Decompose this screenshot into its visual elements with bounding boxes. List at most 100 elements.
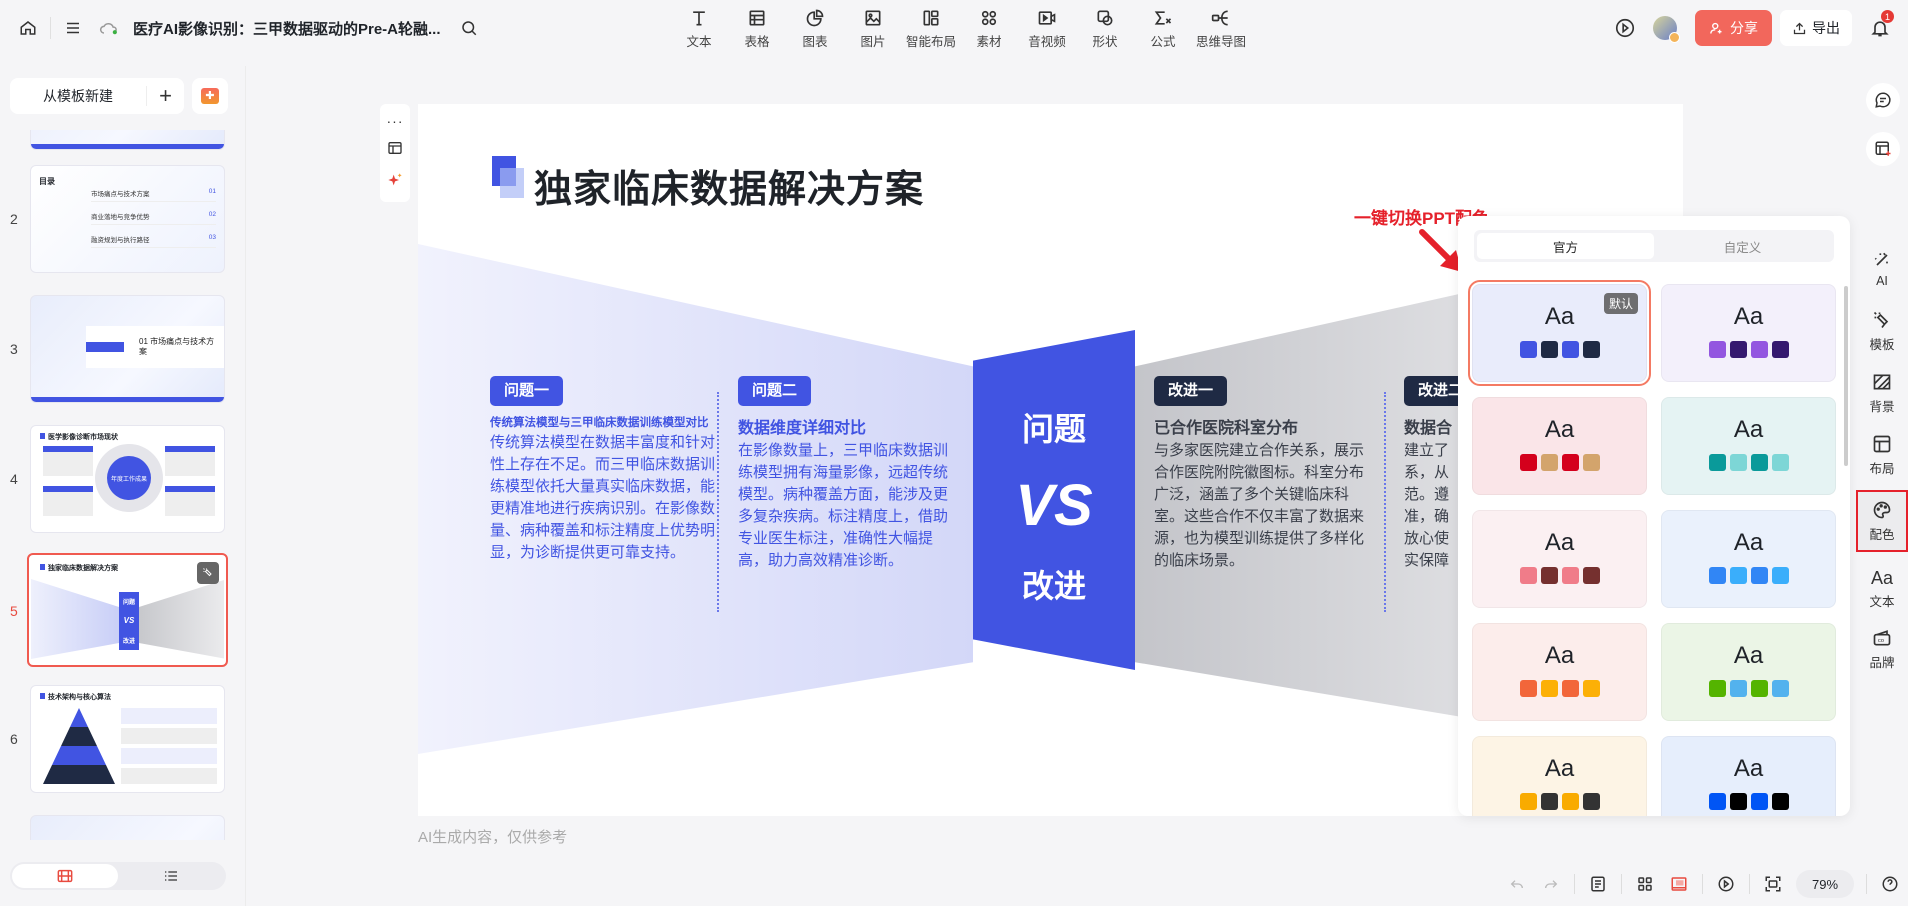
video-icon [1038, 11, 1056, 25]
color-swatches [1519, 454, 1600, 471]
ai-template-button[interactable] [1866, 132, 1900, 166]
color-swatch [1729, 341, 1747, 358]
background-icon [1873, 374, 1891, 389]
template-brush-overlay-icon[interactable] [197, 562, 219, 584]
color-swatch [1771, 454, 1789, 471]
color-swatch [1708, 680, 1726, 697]
color-swatch [1750, 680, 1768, 697]
redo-icon[interactable] [1534, 870, 1568, 898]
smart-layout-icon [923, 10, 939, 26]
tool-video[interactable]: 音视频 [1018, 8, 1076, 50]
tab-custom[interactable]: 自定义 [1723, 240, 1762, 255]
sample-text: Aa [1544, 303, 1575, 330]
problem-1[interactable]: 问题一 传统算法模型与三甲临床数据训练模型对比 传统算法模型在数据丰富度和针对性… [490, 376, 720, 564]
ai-sparkle-icon[interactable] [387, 172, 403, 193]
panel-scrollbar[interactable] [1844, 286, 1848, 466]
shape-icon [1097, 10, 1113, 26]
slide-title[interactable]: 独家临床数据解决方案 [534, 169, 925, 211]
color-scheme-card[interactable]: Aa [1661, 510, 1836, 608]
color-scheme-card[interactable]: Aa [1661, 397, 1836, 495]
divider [1866, 874, 1868, 894]
sample-text: Aa [1733, 642, 1764, 669]
rail-template[interactable]: 模板 [1858, 302, 1906, 360]
color-swatch [1708, 454, 1726, 471]
search-icon[interactable] [455, 14, 483, 42]
view-switch [10, 862, 226, 890]
tool-assets[interactable]: 素材 [960, 8, 1018, 50]
scheme-tabs: 官方 自定义 [1474, 230, 1834, 262]
gift-button[interactable]: ✚ [192, 78, 228, 114]
user-avatar[interactable] [1653, 16, 1680, 43]
color-scheme-card[interactable]: Aa [1661, 736, 1836, 816]
color-swatch [1771, 567, 1789, 584]
present-play-icon[interactable] [1611, 14, 1639, 42]
comment-button[interactable] [1866, 83, 1900, 117]
home-icon[interactable] [14, 14, 42, 42]
document-title[interactable]: 医疗AI影像识别：三甲数据驱动的Pre-A轮融... [133, 20, 441, 38]
help-icon[interactable] [1873, 870, 1907, 898]
tool-text[interactable]: 文本 [670, 8, 728, 50]
export-button[interactable]: 导出 [1780, 10, 1852, 46]
palette-icon [1873, 501, 1891, 518]
problem-2[interactable]: 问题二 数据维度详细对比 在影像数量上，三甲临床数据训练模型拥有海量影像，远超传… [738, 376, 953, 572]
color-swatch [1729, 454, 1747, 471]
rail-background[interactable]: 背景 [1858, 364, 1906, 422]
color-swatches [1519, 680, 1600, 697]
color-scheme-card[interactable]: Aa [1661, 623, 1836, 721]
more-icon[interactable]: ··· [386, 113, 404, 130]
color-scheme-card[interactable]: Aa [1472, 397, 1647, 495]
color-scheme-card[interactable]: Aa [1472, 510, 1647, 608]
problem-1-tag: 问题一 [490, 376, 564, 406]
tool-mindmap[interactable]: 思维导图 [1192, 8, 1250, 50]
color-scheme-card[interactable]: Aa [1472, 736, 1647, 816]
color-swatch [1708, 567, 1726, 584]
share-button[interactable]: 分享 [1695, 10, 1772, 46]
layout-icon[interactable] [387, 140, 403, 161]
color-swatch [1750, 341, 1768, 358]
divider [1749, 874, 1750, 894]
cloud-saved-icon [95, 14, 123, 42]
notification-bell[interactable]: 1 [1866, 10, 1894, 42]
tool-smart-layout[interactable]: 智能布局 [902, 8, 960, 50]
new-from-template-button[interactable]: 从模板新建 [10, 86, 147, 106]
tool-table[interactable]: 表格 [728, 8, 786, 50]
rail-layout[interactable]: 布局 [1858, 426, 1906, 484]
color-swatch [1561, 454, 1579, 471]
mindmap-icon [1211, 10, 1228, 26]
tool-image[interactable]: 图片 [844, 8, 902, 50]
tab-official[interactable]: 官方 [1477, 233, 1654, 259]
color-swatch [1750, 793, 1768, 810]
add-slide-button[interactable]: + [159, 83, 172, 108]
menu-icon[interactable] [59, 14, 87, 42]
color-swatch [1771, 680, 1789, 697]
undo-icon[interactable] [1500, 870, 1534, 898]
color-scheme-card[interactable]: Aa [1661, 284, 1836, 382]
tool-formula[interactable]: 公式 [1134, 8, 1192, 50]
rail-ai[interactable]: AI [1858, 240, 1906, 298]
outline-view-button[interactable] [118, 864, 224, 888]
filmstrip-view-button[interactable] [12, 864, 118, 888]
sample-text: Aa [1544, 755, 1575, 782]
notes-icon[interactable] [1581, 870, 1615, 898]
zoom-level[interactable]: 79% [1796, 870, 1855, 898]
tool-shape[interactable]: 形状 [1076, 8, 1134, 50]
rail-color-scheme[interactable]: 配色 [1856, 490, 1908, 552]
color-swatches [1519, 341, 1600, 358]
font-icon: Aa [1870, 568, 1894, 588]
color-swatch [1582, 680, 1600, 697]
improvement-1-tag: 改进一 [1154, 376, 1228, 406]
tool-chart[interactable]: 图表 [786, 8, 844, 50]
play-icon[interactable] [1709, 870, 1743, 898]
color-scheme-card[interactable]: Aa [1472, 623, 1647, 721]
grid-view-icon[interactable] [1628, 870, 1662, 898]
new-from-template-group: 从模板新建 + [10, 78, 184, 114]
normal-view-icon[interactable] [1662, 870, 1696, 898]
improvement-1[interactable]: 改进一 已合作医院科室分布 与多家医院建立合作关系，展示合作医院附院徽图标。科室… [1154, 376, 1369, 572]
fit-screen-icon[interactable] [1756, 870, 1790, 898]
